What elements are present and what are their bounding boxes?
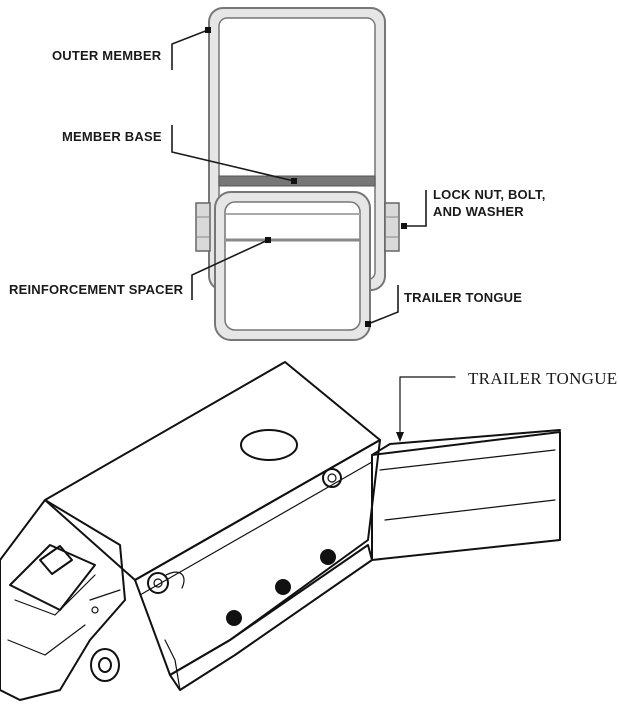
- coupler-side-face: [134, 439, 381, 676]
- reinforcement-spacer-label: REINFORCEMENT SPACER: [9, 282, 184, 297]
- reinforcement-spacer-leader: [191, 239, 269, 300]
- housing-bolt-front: [147, 571, 185, 594]
- cross-section-diagram: OUTER MEMBER MEMBER BASE REINFORCEMENT S…: [9, 7, 546, 341]
- lock-nut-label-line2: AND WASHER: [433, 204, 524, 219]
- lock-nut-label-line1: LOCK NUT, BOLT,: [433, 187, 546, 202]
- trailer-tongue-arrow: [399, 376, 456, 439]
- drill-hole-markers: [226, 549, 336, 626]
- drill-hole-1: [226, 610, 242, 626]
- drill-hole-3: [320, 549, 336, 565]
- outer-member-leader: [171, 29, 209, 70]
- housing-bolt-top: [322, 468, 342, 488]
- coupler-bottom-flange: [169, 544, 373, 691]
- right-nut-shape: [384, 202, 400, 252]
- coupler-top-face: [44, 361, 381, 581]
- outer-member-label: OUTER MEMBER: [52, 48, 162, 63]
- trailer-tongue-marker-top: [365, 321, 371, 327]
- trailer-tongue-shape: [214, 191, 371, 341]
- reinforcement-spacer-shape: [226, 213, 360, 242]
- trailer-tongue-label-top: TRAILER TONGUE: [404, 290, 522, 305]
- coupler-illustration: TRAILER TONGUE: [0, 361, 617, 701]
- left-nut-shape: [195, 202, 211, 252]
- member-base-label: MEMBER BASE: [62, 129, 162, 144]
- outer-member-marker: [205, 27, 211, 33]
- trailer-tongue-leader-top: [367, 285, 399, 325]
- member-base-marker: [291, 178, 297, 184]
- member-base-leader: [171, 125, 295, 182]
- drill-hole-2: [275, 579, 291, 595]
- lock-nut-leader: [405, 190, 427, 227]
- trailer-tongue-label-bottom: TRAILER TONGUE: [468, 369, 617, 388]
- reinforcement-spacer-marker: [265, 237, 271, 243]
- coupler-head: [0, 499, 126, 701]
- tongue-tube: [371, 429, 561, 561]
- lock-nut-marker: [401, 223, 407, 229]
- coupler-top-opening: [240, 429, 298, 461]
- trailer-tongue-arrowhead: [396, 432, 404, 442]
